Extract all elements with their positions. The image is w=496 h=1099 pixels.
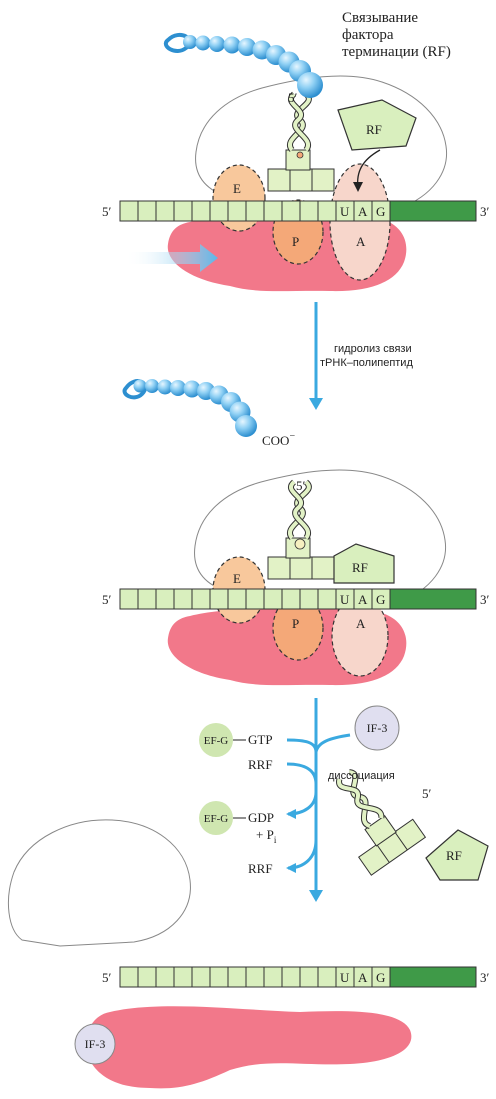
codon-a-1: A: [358, 204, 368, 219]
rf-factor: [337, 99, 417, 151]
p-site-label-2: P: [292, 616, 299, 631]
mrna-strand: [119, 200, 477, 222]
five-prime-3: 5′: [102, 970, 112, 985]
step1-label: гидролиз связи тРНК–полипептид: [320, 343, 415, 369]
codon-u-2: U: [340, 592, 350, 607]
a-site: [329, 163, 391, 281]
panel-3-dissociation: [8, 769, 489, 1089]
rf-label-3: RF: [446, 848, 462, 863]
mrna-strand-3: [119, 966, 477, 988]
three-prime-2: 3′: [480, 592, 490, 607]
rf-label-2: RF: [352, 560, 368, 575]
released-trna: [336, 769, 427, 876]
codon-g-2: G: [376, 592, 385, 607]
five-prime-trna-2: 5′: [296, 478, 306, 493]
five-prime-1: 5′: [102, 204, 112, 219]
codon-a-2: A: [358, 592, 368, 607]
panel-2-hydrolysis: [119, 379, 477, 686]
step-arrow-1: [309, 302, 323, 410]
e-site-label-2: E: [233, 571, 241, 586]
rf-label-1: RF: [366, 122, 382, 137]
ef-g-label-1: EF-G: [204, 735, 229, 747]
three-prime-3: 3′: [480, 970, 490, 985]
if3-circle: [354, 705, 400, 751]
pi-label: + Pi: [256, 827, 277, 845]
ef-g-circle-gdp: [199, 801, 233, 835]
rf-released: [425, 829, 489, 881]
movement-arrow-icon: [125, 244, 218, 272]
step-arrow-2: [286, 698, 351, 892]
if3-label: IF-3: [367, 721, 388, 735]
rf-factor-bound: [333, 543, 395, 584]
codon-g-1: G: [376, 204, 385, 219]
mrna-strand-2: [119, 588, 477, 610]
e-site-label: E: [233, 181, 241, 196]
five-prime-2: 5′: [102, 592, 112, 607]
title-label: Связывание фактора терминации (RF): [342, 10, 451, 60]
if3-label-bound: IF-3: [85, 1037, 106, 1051]
dissociation-label: диссоциация: [328, 770, 395, 782]
codon-u-3: U: [340, 970, 350, 985]
three-prime-1: 3′: [480, 204, 490, 219]
codon-g-3: G: [376, 970, 385, 985]
codon-u-1: U: [340, 204, 350, 219]
trna-p-2: [267, 479, 335, 580]
coo-label: COO−: [262, 431, 295, 448]
released-large-subunit: [8, 819, 191, 947]
released-chain: [122, 379, 257, 437]
polypeptide-chain: [164, 33, 323, 98]
codon-a-3: A: [358, 970, 368, 985]
gtp-label: GTP: [248, 732, 273, 747]
a-site-label-2: A: [356, 616, 366, 631]
small-subunit-3: [85, 1006, 412, 1089]
p-site-label: P: [292, 234, 299, 249]
rrf-label-2: RRF: [248, 861, 273, 876]
ef-g-label-2: EF-G: [204, 813, 229, 825]
rrf-label-1: RRF: [248, 757, 273, 772]
trna-p: [267, 91, 335, 192]
ef-g-circle-gtp: [199, 723, 233, 757]
gdp-label: GDP: [248, 810, 274, 825]
five-prime-trna-1: 5′: [288, 90, 298, 105]
five-prime-trna-3: 5′: [422, 786, 432, 801]
panel-1-binding: [119, 33, 477, 292]
a-site-label: A: [356, 234, 366, 249]
if3-bound: [74, 1023, 116, 1065]
